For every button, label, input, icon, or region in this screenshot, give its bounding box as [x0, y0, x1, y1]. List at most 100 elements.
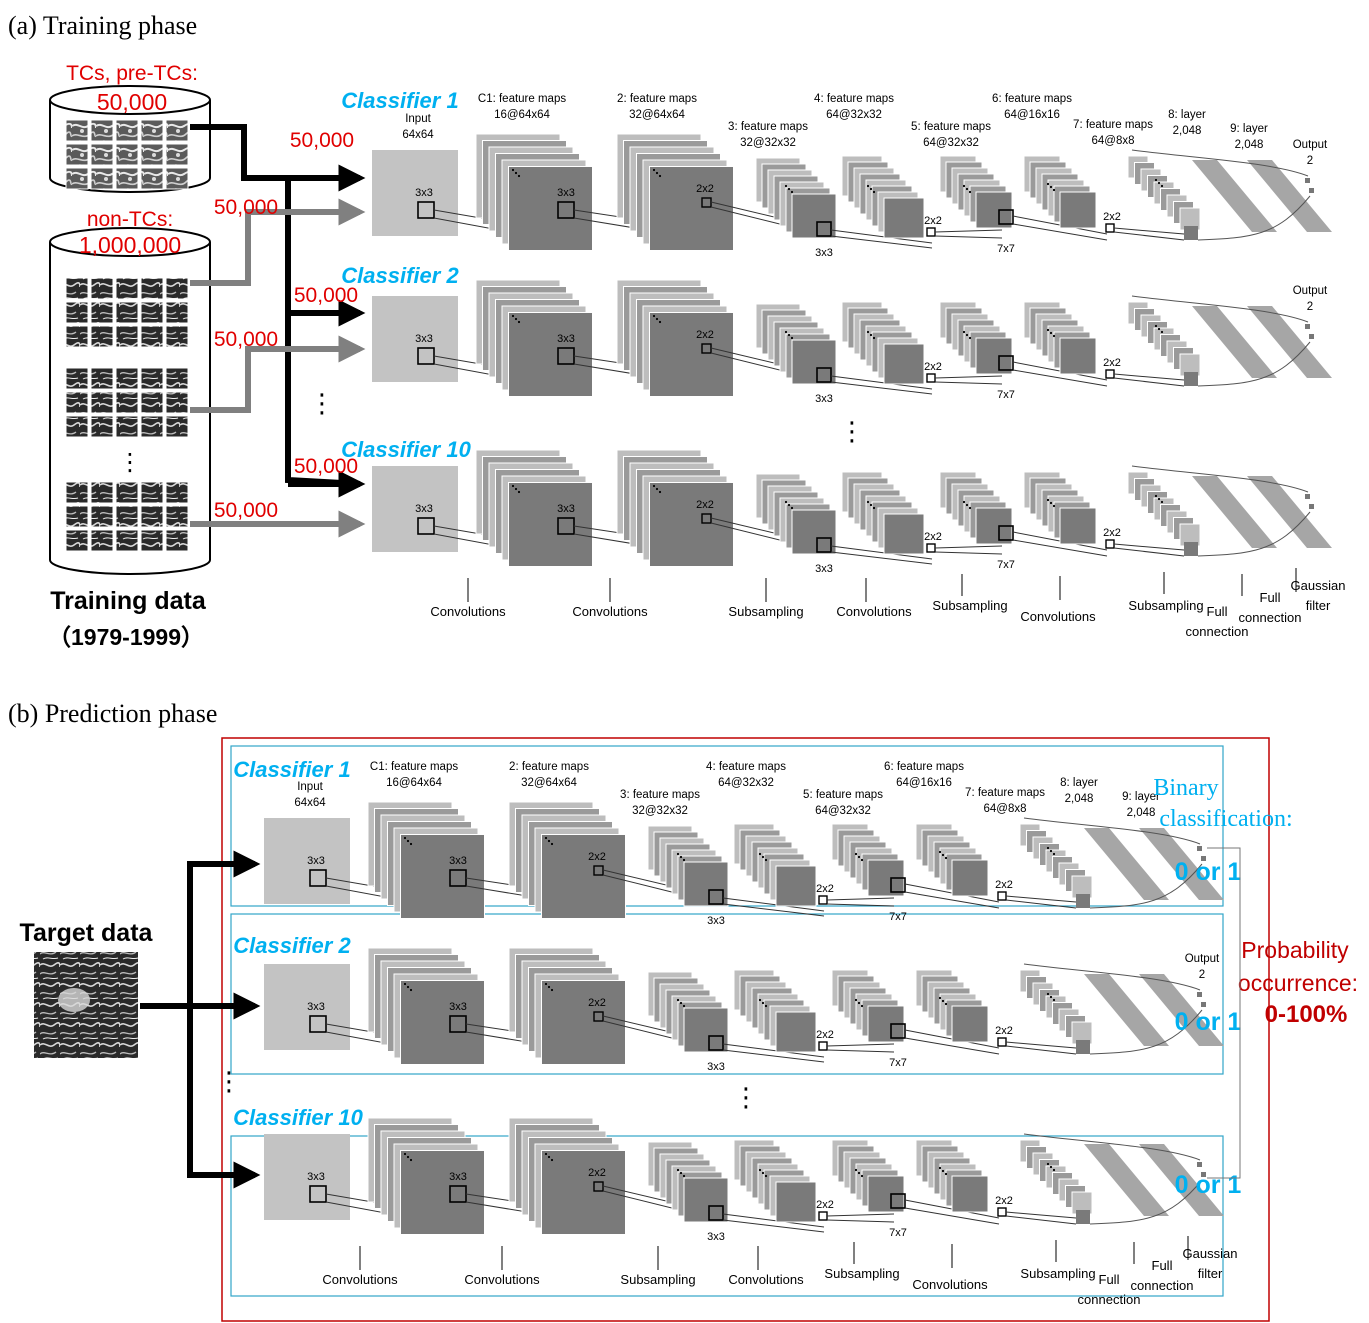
satellite-thumbnail	[65, 529, 89, 552]
kernel-box	[997, 1207, 1007, 1217]
cnn-pipeline: 3x33x33x32x23x32x27x72x2Output2	[264, 947, 1224, 1073]
nontcs-count: 1,000,000	[79, 232, 181, 258]
ellipsis-dot	[406, 839, 410, 843]
ellipsis-dot	[968, 506, 972, 510]
layer-6	[915, 969, 989, 1043]
ellipsis-dot	[517, 320, 521, 324]
label: Gaussian	[1291, 578, 1346, 593]
layer-7	[1127, 471, 1201, 547]
label: Subsampling	[824, 1266, 899, 1281]
ellipsis-dot	[1052, 334, 1056, 338]
ellipsis-dot	[869, 333, 873, 337]
feature-map	[951, 1175, 989, 1213]
label: 8: layer	[1168, 109, 1206, 121]
kernel-line	[722, 1043, 825, 1058]
label: 6: feature maps	[884, 761, 964, 773]
ellipsis-dot	[857, 1001, 861, 1005]
layer-6	[915, 823, 989, 897]
layer-7-final	[1184, 372, 1198, 386]
ellipsis-dot	[965, 503, 969, 507]
sample-count: 50,000	[290, 129, 354, 152]
feature-map	[867, 1005, 905, 1043]
satellite-thumbnail	[165, 505, 189, 528]
output-node	[1309, 334, 1314, 339]
ellipsis-dot	[511, 484, 515, 488]
ellipsis-dot	[514, 487, 518, 491]
ellipsis: ⋮	[216, 1066, 242, 1096]
ellipsis-dot	[1052, 1168, 1056, 1172]
label: 16@64x64	[494, 109, 550, 121]
cnn-pipeline: 3x33x33x32x23x32x27x72x2ConvolutionsConv…	[372, 449, 1346, 639]
nontcs-label: non-TCs:	[87, 208, 173, 231]
ellipsis-dot	[962, 500, 966, 504]
label: 9: layer	[1230, 123, 1268, 135]
ellipsis-dot	[517, 490, 521, 494]
ellipsis-dot	[679, 1001, 683, 1005]
layer-6	[1023, 471, 1097, 545]
satellite-thumbnail	[115, 505, 139, 528]
ellipsis-dot	[676, 1168, 680, 1172]
output-node	[1309, 504, 1314, 509]
feature-map	[508, 312, 593, 397]
ellipsis-dot	[758, 1168, 762, 1172]
output-node	[1305, 324, 1310, 329]
layer-9-bar	[1139, 828, 1224, 900]
satellite-thumbnail	[90, 529, 114, 552]
ellipsis-dot	[857, 855, 861, 859]
layer-3	[647, 971, 729, 1053]
classifier-title: Classifier 1	[341, 88, 458, 113]
feature-map	[791, 193, 837, 239]
ellipsis-dot	[962, 184, 966, 188]
ellipsis-dot	[761, 1001, 765, 1005]
layer-9-bar	[1247, 476, 1332, 548]
ellipsis-dot	[764, 1174, 768, 1178]
ellipsis-dot	[1160, 184, 1164, 188]
output-node	[1197, 992, 1202, 997]
layer-7	[1127, 301, 1201, 377]
feature-map	[683, 1007, 729, 1053]
ellipsis-dot	[866, 184, 870, 188]
label: 5: feature maps	[911, 121, 991, 133]
label: 2x2	[924, 361, 942, 373]
kernel-line	[904, 1207, 1000, 1225]
kernel-box	[1105, 539, 1115, 549]
satellite-thumbnail	[140, 367, 164, 390]
ellipsis-dot	[1157, 327, 1161, 331]
label: 2x2	[696, 499, 714, 511]
label: Output	[1185, 953, 1220, 965]
label: 8: layer	[1060, 777, 1098, 789]
label: 2	[1307, 301, 1313, 313]
satellite-thumbnail	[90, 325, 114, 348]
layer-c1	[367, 801, 485, 919]
ellipsis-dot	[403, 1152, 407, 1156]
ellipsis-dot	[676, 852, 680, 856]
kernel-line	[1005, 1041, 1077, 1049]
label: 7x7	[889, 1227, 907, 1239]
feature-map	[649, 166, 734, 251]
sample-count: 50,000	[214, 196, 278, 219]
ellipsis-dot	[1154, 324, 1158, 328]
label: Convolutions	[1020, 609, 1096, 624]
kernel-line	[1113, 231, 1185, 241]
ellipsis-dot	[790, 506, 794, 510]
label: 2: feature maps	[509, 761, 589, 773]
label: 4: feature maps	[706, 761, 786, 773]
kernel-line	[826, 897, 895, 901]
kernel-box	[926, 373, 936, 383]
ellipsis-dot	[652, 484, 656, 488]
ellipsis-dot	[872, 336, 876, 340]
ellipsis-dot	[1052, 998, 1056, 1002]
ellipsis-dot	[1049, 995, 1053, 999]
input-map	[264, 1134, 350, 1220]
label: connection	[1186, 624, 1249, 639]
ellipsis-dot	[1154, 178, 1158, 182]
output-connector	[1023, 963, 1201, 991]
feature-map	[883, 513, 925, 555]
kernel-line	[830, 235, 933, 249]
ellipsis-dot	[784, 500, 788, 504]
ellipsis-dot	[658, 490, 662, 494]
ellipsis-dot	[544, 1152, 548, 1156]
feature-map	[400, 1150, 485, 1235]
satellite-thumbnail	[65, 143, 89, 166]
satellite-thumbnail	[140, 325, 164, 348]
